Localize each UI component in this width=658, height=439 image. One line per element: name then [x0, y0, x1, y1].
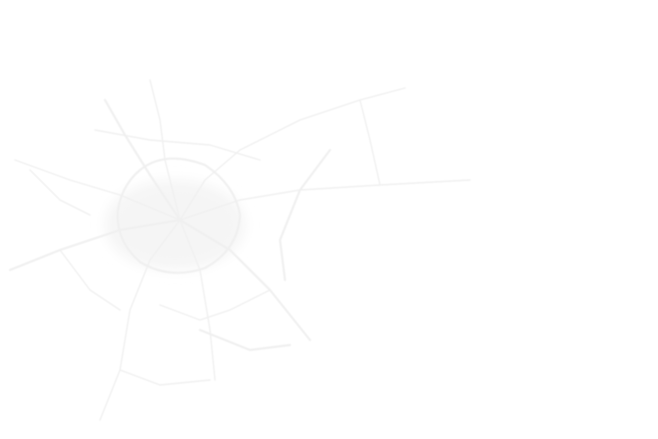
crack-line — [103, 98, 182, 222]
crack-ring — [29, 169, 91, 216]
crack-line — [8, 218, 182, 272]
crack-line — [14, 159, 181, 221]
crack-ring — [198, 328, 292, 352]
crack-line — [99, 219, 181, 421]
crack-line — [179, 87, 406, 221]
crack-lines — [8, 79, 471, 421]
crack-ring — [119, 369, 211, 386]
crack-ring — [278, 148, 332, 282]
crack-ring — [159, 289, 271, 321]
crack-ring — [116, 157, 242, 274]
impact-smudge — [105, 180, 245, 270]
crack-line — [149, 79, 181, 221]
crack-ring — [359, 99, 381, 186]
crack-line — [179, 219, 216, 381]
crack-ring — [94, 129, 261, 161]
crack-line — [178, 218, 312, 342]
crack-ring — [59, 249, 121, 311]
